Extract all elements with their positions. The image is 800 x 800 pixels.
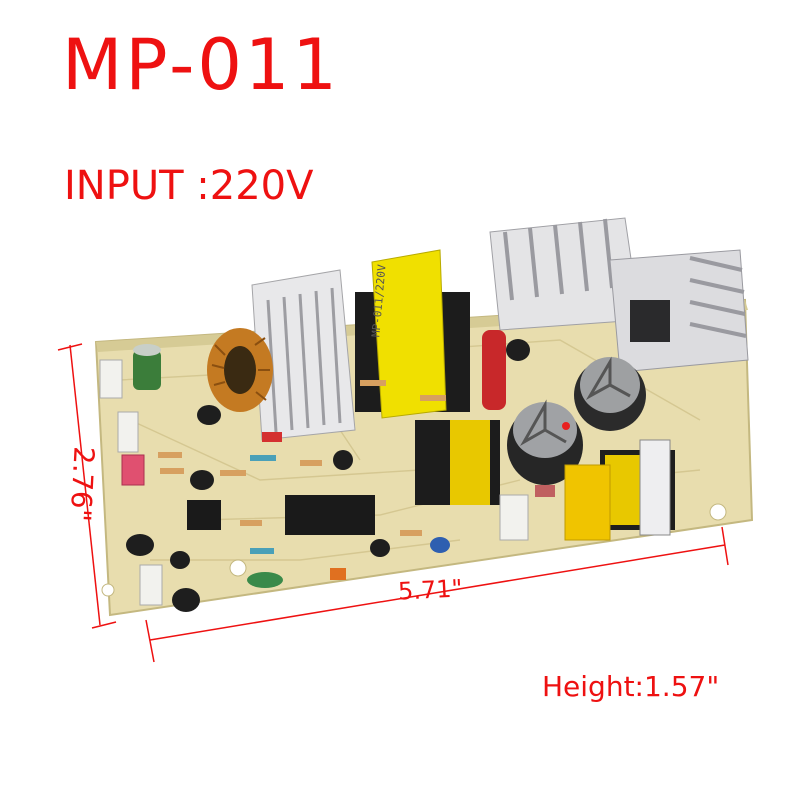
depth-dimension: 2.76" [63, 445, 101, 523]
secondary-transformer [415, 420, 500, 505]
film-capacitor [564, 464, 611, 541]
height-dimension: Height:1.57" [542, 670, 720, 703]
electrolytic-capacitor-2 [507, 399, 583, 485]
dimension-lines [57, 343, 729, 663]
product-title: MP-011 [62, 24, 340, 106]
small-capacitors [126, 339, 530, 612]
width-dimension: 5.71" [397, 574, 464, 606]
red-capacitor [482, 330, 506, 410]
heatsink-left [251, 269, 356, 441]
output-transformer [600, 439, 675, 536]
transformer: MP-011/220V [355, 249, 470, 419]
connector-4 [499, 494, 529, 541]
resistors [158, 380, 555, 588]
ic-chip-main [285, 495, 375, 535]
heatsink-right [489, 217, 749, 373]
pink-connector [121, 454, 145, 486]
small-capacitor-green [133, 344, 161, 390]
svg-text:MP-011/220V: MP-011/220V [369, 264, 388, 338]
connector-2 [117, 411, 139, 453]
ic-chip-small [187, 500, 221, 530]
input-voltage-label: INPUT :220V [64, 163, 314, 209]
toroid-inductor [207, 328, 273, 412]
connector-3 [139, 564, 163, 606]
connector-1 [99, 359, 123, 399]
electrolytic-capacitor-1 [574, 356, 646, 431]
